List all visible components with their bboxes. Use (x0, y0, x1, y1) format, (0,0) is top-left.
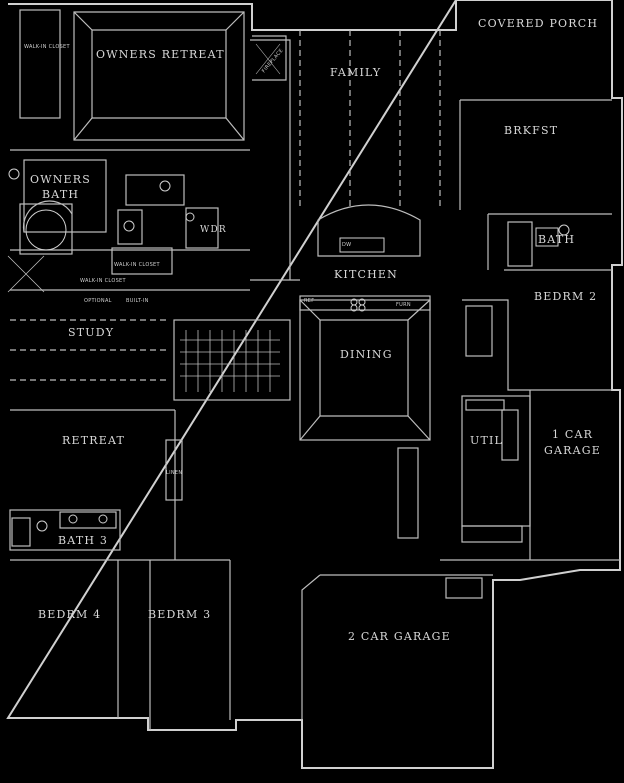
room-label-family: FAMILY (330, 66, 382, 79)
room-label-bath2: BATH (538, 233, 576, 246)
room-label-garage: GARAGE (544, 444, 601, 457)
small-label-walkin-closet-2: WALK-IN CLOSET (114, 262, 160, 268)
room-label-owners-bath: BATH (42, 188, 80, 201)
room-label-dining: DINING (340, 348, 393, 361)
room-label-owners: OWNERS (30, 173, 91, 186)
room-label-util: UTIL (470, 434, 504, 447)
small-label-furn: FURN (396, 302, 411, 308)
room-label-bedrm2: BEDRM 2 (534, 290, 598, 303)
room-label-retreat: RETREAT (62, 434, 126, 447)
exterior-walls (6, 0, 623, 769)
small-label-ref: REF (304, 298, 315, 304)
small-label-linen: LINEN (166, 470, 183, 476)
interior-walls (7, 9, 620, 730)
small-label-walkin-closet-3: WALK-IN CLOSET (80, 278, 126, 284)
small-label-built-in: BUILT-IN (126, 298, 149, 304)
room-label-2car-garage: 2 CAR GARAGE (348, 630, 451, 643)
room-label-brkfst: BRKFST (504, 124, 559, 137)
fixtures (8, 168, 570, 532)
small-label-optional: OPTIONAL (84, 298, 112, 304)
small-label-dw: DW (342, 242, 352, 248)
room-label-bath3: BATH 3 (58, 534, 109, 547)
room-label-covered-porch: COVERED PORCH (478, 17, 599, 30)
room-label-1car: 1 CAR (552, 428, 594, 441)
room-label-wdr: WDR (200, 225, 227, 235)
room-label-study: STUDY (68, 326, 115, 339)
room-label-kitchen: KITCHEN (334, 268, 398, 281)
room-label-bedrm3: BEDRM 3 (148, 608, 212, 621)
room-label-bedrm4: BEDRM 4 (38, 608, 102, 621)
room-label-owners-retreat: OWNERS RETREAT (96, 48, 225, 61)
small-label-walkin-closet: WALK-IN CLOSET (24, 44, 70, 50)
